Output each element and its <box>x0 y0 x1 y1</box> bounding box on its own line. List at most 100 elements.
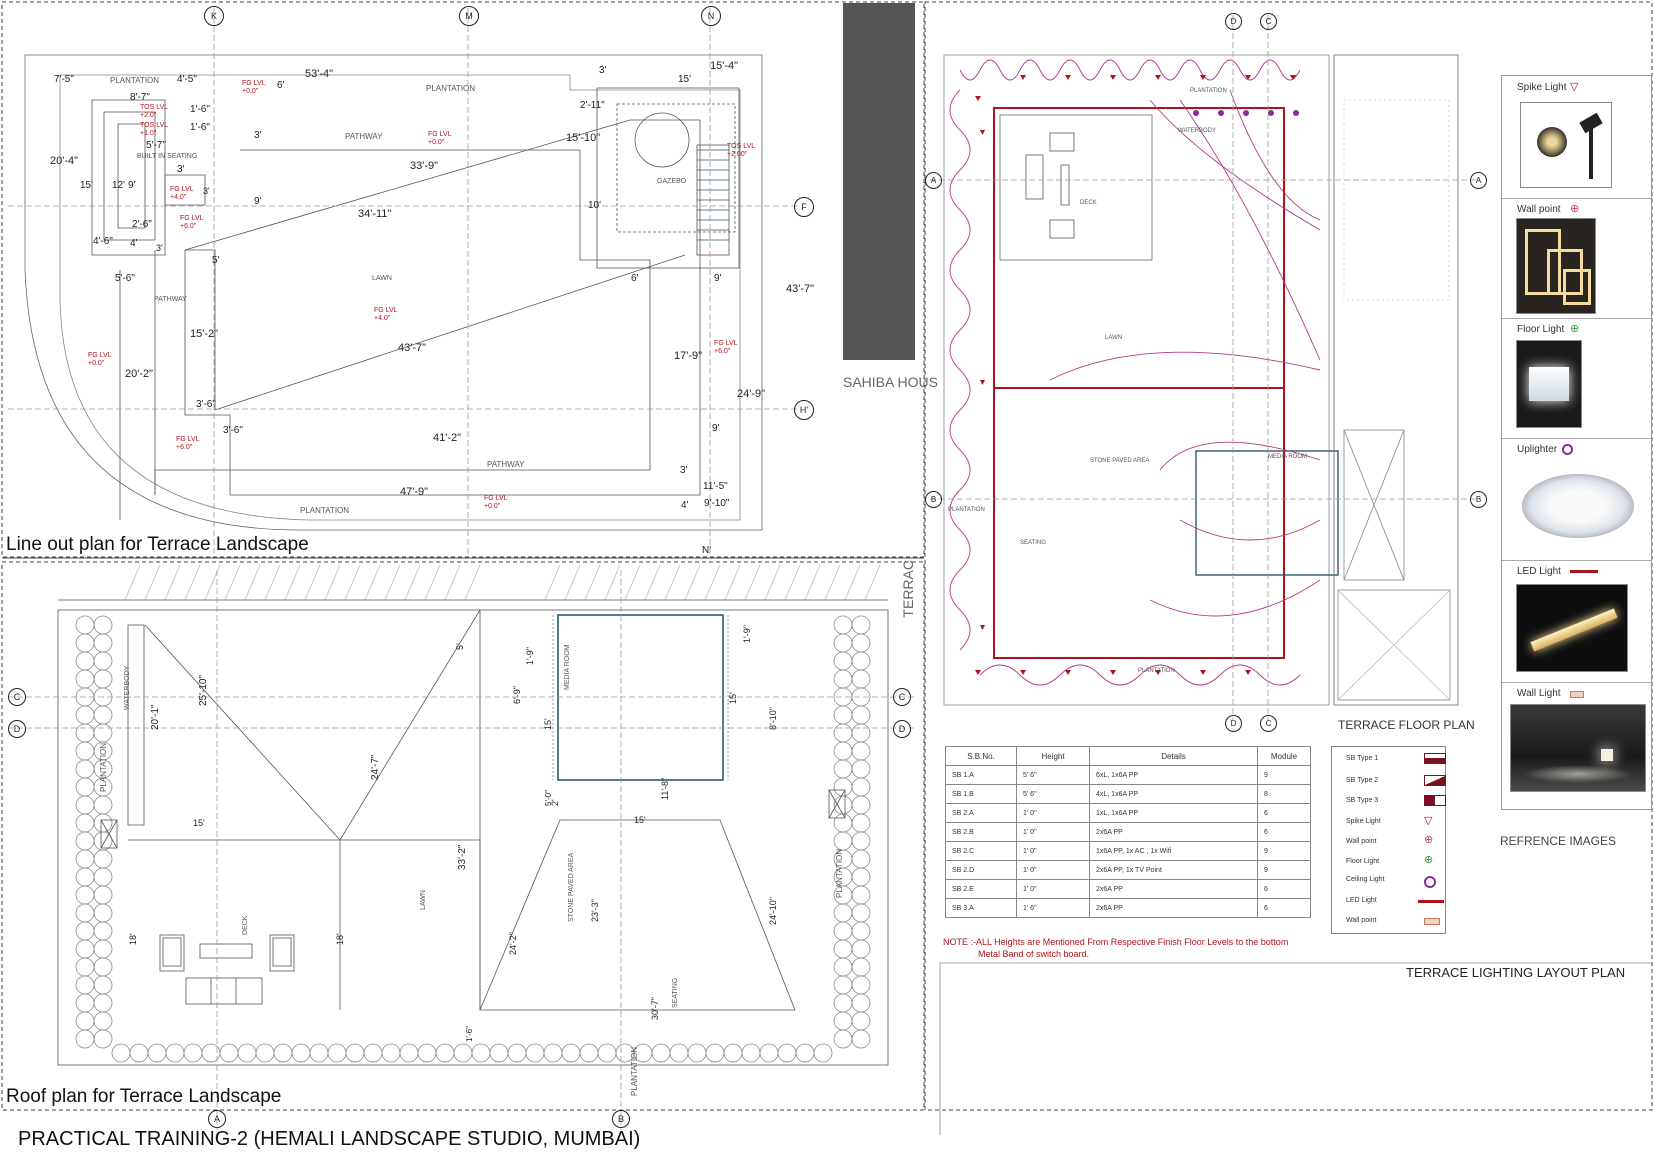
dimension-label: 4'-6" <box>93 236 113 247</box>
reference-images-caption: REFRENCE IMAGES <box>1500 834 1617 848</box>
level-tag: FG LVL+6.0" <box>714 340 738 355</box>
reference-item-label: Wall point <box>1517 204 1561 215</box>
dimension-label: 20'-1" <box>150 704 161 730</box>
table-cell: 1' 0" <box>1016 860 1090 880</box>
label-stone-paved-area: STONE PAVED AREA <box>568 852 575 922</box>
dimension-label: 30'-7" <box>650 997 660 1020</box>
table-cell: 6xL, 1x6A PP <box>1089 765 1258 785</box>
table-cell: SB 3.A <box>945 898 1017 918</box>
grid-marker-n-prime: N' <box>702 545 712 556</box>
spike-light-photo <box>1520 102 1612 188</box>
dimension-label: 8'-7" <box>130 92 150 103</box>
label-pathway: PATHWAY <box>487 460 525 469</box>
dimension-label: 5'-6" <box>115 273 135 284</box>
led-light-photo <box>1516 584 1628 672</box>
dimension-label: 15' <box>80 180 94 191</box>
dimension-label: 15'-4" <box>710 60 739 72</box>
dimension-label: 25'-10" <box>198 674 209 706</box>
dimension-label: 10' <box>588 200 602 211</box>
label-waterbody: WATERBODY <box>124 665 131 710</box>
label-lawn: LAWN <box>1105 335 1123 341</box>
table-cell: 2x6A PP <box>1089 822 1258 842</box>
legend-label: SB Type 1 <box>1346 755 1379 762</box>
dimension-label: 3' <box>177 164 185 175</box>
roof-plan-title: Roof plan for Terrace Landscape <box>6 1086 282 1107</box>
label-deck: DECK <box>1080 200 1097 206</box>
dimension-label: 9' <box>254 196 262 207</box>
sb-type2-icon <box>1424 775 1446 786</box>
dimension-label: 33'-2" <box>457 844 468 870</box>
reference-item: Wall Light <box>1502 682 1651 808</box>
uplighter-icon <box>1562 444 1573 455</box>
wall-light-photo <box>1510 704 1646 792</box>
reference-item-label: Floor Light <box>1517 324 1565 335</box>
legend-label: SB Type 3 <box>1346 797 1379 804</box>
dimension-label: 15' <box>678 74 692 85</box>
dimension-label: 11'-8" <box>660 777 670 800</box>
grid-marker-c-bottom: C <box>1260 715 1277 732</box>
grid-marker-d-bottom: D <box>1225 715 1242 732</box>
symbol-legend: SB Type 1 SB Type 2 SB Type 3 Spike Ligh… <box>1331 746 1446 934</box>
reference-item: Floor Light ⊕ <box>1502 318 1651 439</box>
reference-item: LED Light <box>1502 560 1651 683</box>
legend-label: SB Type 2 <box>1346 777 1379 784</box>
level-tag: FG LVL+6.0" <box>180 215 204 230</box>
level-tag: FG LVL+6.0" <box>176 436 200 451</box>
spike-light-icon: ▽ <box>1424 815 1433 827</box>
table-cell: 6 <box>1257 822 1311 842</box>
dimension-label: 3'-6" <box>223 425 243 436</box>
table-cell: 6 <box>1257 803 1311 823</box>
dimension-label: 4'-5" <box>177 74 197 85</box>
table-cell: 1' 0" <box>1016 803 1090 823</box>
label-deck: DECK <box>242 915 249 935</box>
sahiba-house-label: SAHIBA HOUS <box>843 374 938 390</box>
level-tag: FG LVL+0.0" <box>484 495 508 510</box>
grid-marker-d-left: D <box>8 720 26 738</box>
table-cell: 2x6A PP, 1x TV Point <box>1089 860 1258 880</box>
label-waterbody: WATERBODY <box>1178 128 1217 134</box>
reference-item: Wall point ⊕ <box>1502 198 1651 319</box>
table-cell: 8 <box>1257 784 1311 804</box>
table-cell: 9 <box>1257 841 1311 861</box>
legend-label: Wall point <box>1346 838 1377 845</box>
grid-marker-c-top: C <box>1260 13 1277 30</box>
dimension-label: 4' <box>130 238 138 249</box>
level-tag: FG LVL+4.0" <box>374 307 398 322</box>
label-plantation: PLANTATION <box>835 848 844 898</box>
dimension-label: 5'-7" <box>146 140 166 151</box>
dimension-label: 3' <box>254 130 262 141</box>
table-cell: 5' 6" <box>1016 784 1090 804</box>
dimension-label: 4' <box>681 500 689 511</box>
label-plantation: PLANTATION <box>300 506 350 515</box>
label-pathway: PATHWAY <box>345 132 383 141</box>
dimension-label: 15' <box>728 692 738 704</box>
dimension-label: 47'-9" <box>400 486 429 498</box>
sheet-title: PRACTICAL TRAINING-2 (HEMALI LANDSCAPE S… <box>18 1128 641 1150</box>
table-cell: SB 2.E <box>945 879 1017 899</box>
dimension-label: 53'-4" <box>305 68 334 80</box>
label-built-in-seating: BUILT IN SEATING <box>137 153 198 160</box>
dimension-label: 43'-7" <box>398 342 427 354</box>
table-cell: 4xL, 1x6A PP <box>1089 784 1258 804</box>
table-cell: SB 2.D <box>945 860 1017 880</box>
dimension-label: 3'-6" <box>196 399 216 410</box>
level-tag: FG LVL+0.0" <box>428 131 452 146</box>
wall-point-icon: ⊕ <box>1570 203 1580 215</box>
grid-marker-c-left: C <box>8 688 26 706</box>
grid-marker-a-rt: A <box>1470 172 1487 189</box>
table-cell: 6 <box>1257 879 1311 899</box>
dimension-label: 5' <box>212 255 220 266</box>
dimension-label: 3' <box>599 65 607 76</box>
grid-marker-b-lt: B <box>925 491 942 508</box>
dimension-label: 6' <box>277 80 285 91</box>
led-light-icon <box>1570 570 1598 573</box>
table-cell: 1' 6" <box>1016 898 1090 918</box>
label-lawn: LAWN <box>420 890 427 910</box>
sb-type3-icon <box>1424 795 1446 806</box>
dimension-label: 5' <box>455 643 465 650</box>
